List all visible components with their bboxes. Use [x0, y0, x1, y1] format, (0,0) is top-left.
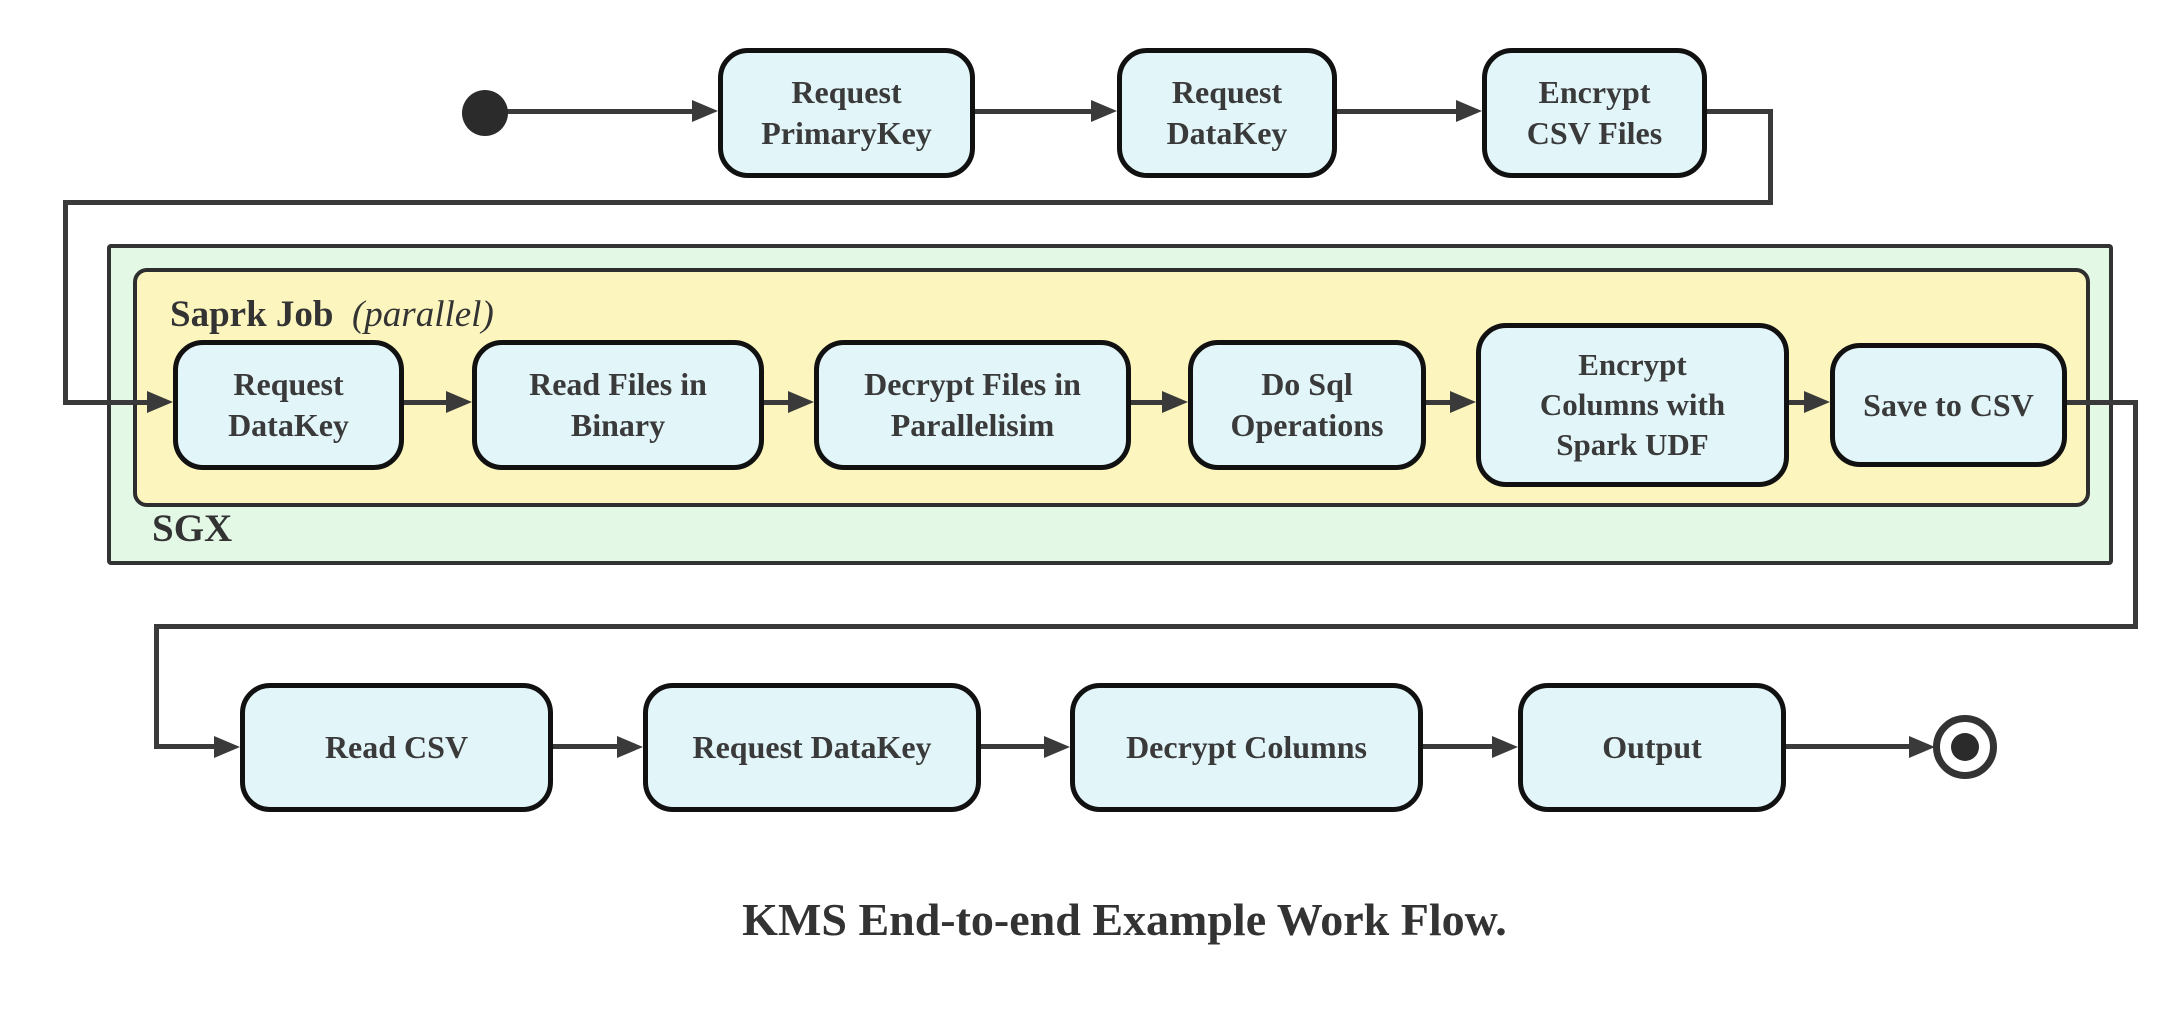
arrowhead-icon — [788, 391, 814, 413]
node-decrypt-columns: Decrypt Columns — [1070, 683, 1423, 812]
node-output: Output — [1518, 683, 1786, 812]
node-request-datakey-sgx: Request DataKey — [173, 340, 404, 470]
edge-segment — [553, 744, 619, 749]
edge-segment — [1786, 744, 1911, 749]
arrowhead-icon — [446, 391, 472, 413]
edge-segment — [1707, 109, 1773, 114]
edge-segment — [1337, 109, 1458, 114]
edge-segment — [154, 624, 159, 749]
edge-segment — [404, 400, 448, 405]
node-request-datakey-bottom: Request DataKey — [643, 683, 981, 812]
edge-segment — [63, 200, 1773, 205]
arrowhead-icon — [617, 736, 643, 758]
edge-segment — [154, 624, 2138, 629]
node-decrypt-files-in-parallelisim: Decrypt Files in Parallelisim — [814, 340, 1131, 470]
node-encrypt-columns-with-spark-udf: Encrypt Columns with Spark UDF — [1476, 323, 1789, 487]
node-request-primarykey: Request PrimaryKey — [718, 48, 975, 178]
spark-job-label: Saprk Job (parallel) — [170, 293, 494, 336]
end-node-icon — [1933, 715, 1997, 779]
edge-segment — [764, 400, 790, 405]
edge-segment — [63, 400, 149, 405]
node-request-datakey-top: Request DataKey — [1117, 48, 1337, 178]
arrowhead-icon — [692, 100, 718, 122]
arrowhead-icon — [1450, 391, 1476, 413]
edge-segment — [981, 744, 1046, 749]
arrowhead-icon — [1162, 391, 1188, 413]
edge-segment — [2133, 400, 2138, 629]
edge-segment — [1789, 400, 1806, 405]
arrowhead-icon — [1091, 100, 1117, 122]
edge-segment — [154, 744, 218, 749]
node-save-to-csv: Save to CSV — [1830, 343, 2067, 467]
edge-segment — [63, 200, 68, 405]
edge-segment — [1131, 400, 1164, 405]
edge-segment — [975, 109, 1093, 114]
edge-segment — [1426, 400, 1452, 405]
arrowhead-icon — [1492, 736, 1518, 758]
spark-job-label-qualifier: (parallel) — [351, 294, 494, 335]
node-read-files-in-binary: Read Files in Binary — [472, 340, 764, 470]
edge-segment — [1768, 109, 1773, 205]
end-node-core — [1951, 733, 1979, 761]
node-do-sql-operations: Do Sql Operations — [1188, 340, 1426, 470]
arrowhead-icon — [147, 391, 173, 413]
arrowhead-icon — [1456, 100, 1482, 122]
arrowhead-icon — [214, 736, 240, 758]
start-node-icon — [462, 90, 508, 136]
arrowhead-icon — [1804, 391, 1830, 413]
arrowhead-icon — [1044, 736, 1070, 758]
sgx-label: SGX — [152, 507, 233, 550]
edge-segment — [505, 109, 695, 114]
node-read-csv: Read CSV — [240, 683, 553, 812]
spark-job-label-title: Saprk Job — [170, 294, 334, 335]
edge-segment — [2067, 400, 2138, 405]
node-encrypt-csv-files: Encrypt CSV Files — [1482, 48, 1707, 178]
arrowhead-icon — [1909, 736, 1935, 758]
diagram-caption: KMS End-to-end Example Work Flow. — [742, 894, 1507, 945]
edge-segment — [1423, 744, 1494, 749]
